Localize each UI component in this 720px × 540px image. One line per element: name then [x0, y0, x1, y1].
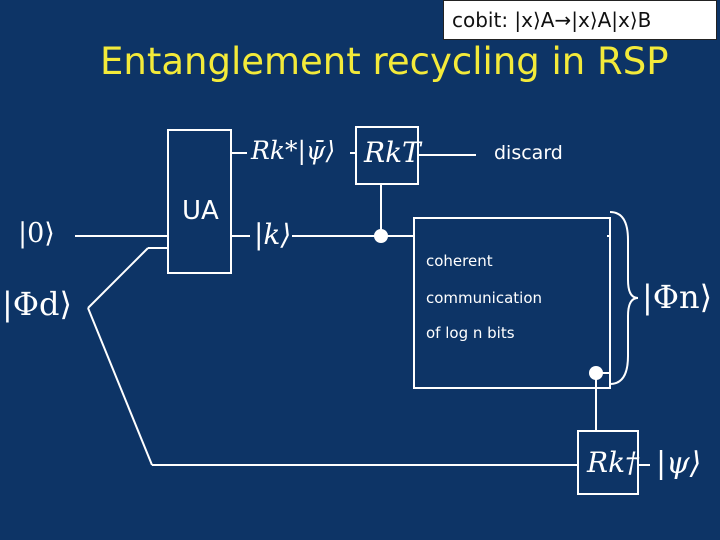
- communication-box: [413, 217, 611, 389]
- cobit-definition-text: cobit: |x⟩A→|x⟩A|x⟩B: [452, 8, 652, 32]
- rk-dagger-box: [577, 430, 639, 495]
- rk-star-psi-label: Rk*|ψ̄⟩: [251, 136, 336, 165]
- unitary-label: UA: [182, 196, 219, 226]
- unitary-box: [167, 129, 232, 274]
- output-brace: [609, 211, 639, 385]
- wire-phi-upper-diag: [87, 247, 149, 309]
- discard-label: discard: [494, 142, 563, 164]
- coherent-line-2: communication: [426, 289, 543, 307]
- control-dot-k: [374, 229, 388, 243]
- phi-n-label: |Φn⟩: [642, 278, 713, 316]
- k-label: |k⟩: [254, 218, 292, 251]
- coherent-line-1: coherent: [426, 252, 493, 270]
- wire-phi-lower-diag: [87, 307, 153, 466]
- cobit-definition-box: cobit: |x⟩A→|x⟩A|x⟩B: [443, 0, 717, 40]
- rk-transpose-label: RkT: [364, 136, 421, 169]
- slide-title: Entanglement recycling in RSP: [100, 40, 669, 83]
- psi-out-label: |ψ⟩: [656, 446, 702, 481]
- rk-dagger-label: Rk†: [587, 446, 640, 479]
- control-dot-comm: [589, 366, 603, 380]
- coherent-line-3: of log n bits: [426, 324, 515, 342]
- input-phi-d-label: |Φd⟩: [2, 285, 72, 323]
- input-zero-label: |0⟩: [18, 218, 55, 249]
